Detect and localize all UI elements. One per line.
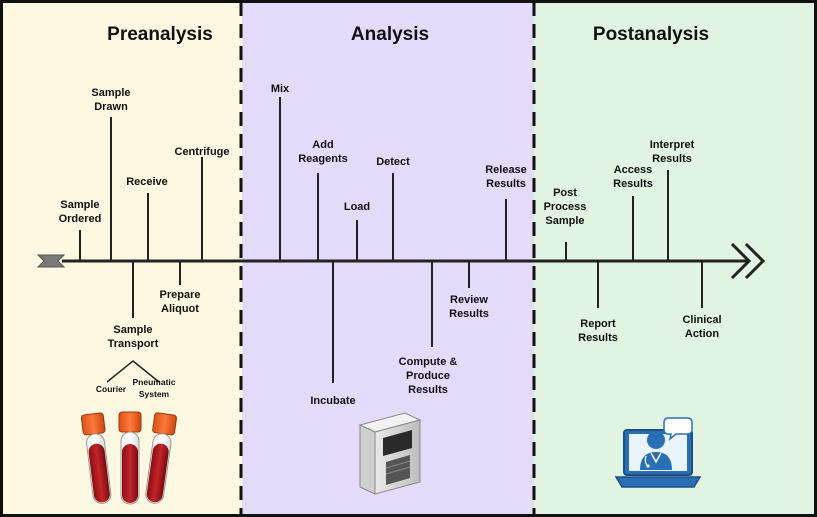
timeline-head-icon — [730, 242, 752, 280]
step-label-review-results-1: Review — [450, 294, 488, 306]
step-label-post-process-sample-1: Post — [553, 187, 577, 199]
timeline-steps: SampleOrderedSampleDrawnSampleTransportR… — [59, 83, 722, 407]
step-label-compute-produce-results-1: Compute & — [399, 356, 458, 368]
blood-tubes-icon — [80, 411, 178, 505]
step-label-report-results-1: Report — [580, 318, 616, 330]
step-label-detect-1: Detect — [376, 156, 410, 168]
step-label-sample-drawn-1: Sample — [91, 87, 130, 99]
step-label-centrifuge-1: Centrifuge — [175, 146, 230, 158]
step-label-prepare-aliquot-2: Aliquot — [161, 303, 199, 315]
lab-analyzer-icon — [358, 412, 422, 495]
pneumatic-system-label-2: System — [139, 389, 170, 399]
step-incubate: Incubate — [310, 261, 356, 407]
step-label-receive-1: Receive — [126, 176, 168, 188]
step-label-release-results-2: Results — [486, 178, 526, 190]
transport-branch-lines — [106, 360, 160, 383]
step-mix: Mix — [271, 83, 290, 261]
step-label-interpret-results-1: Interpret — [650, 139, 695, 151]
step-label-sample-ordered-2: Ordered — [59, 213, 102, 225]
step-centrifuge: Centrifuge — [175, 146, 230, 261]
pneumatic-system-label-1: Pneumatic — [133, 377, 176, 387]
analysis-title: Analysis — [351, 24, 429, 45]
step-load: Load — [344, 201, 370, 261]
step-label-access-results-1: Access — [614, 164, 653, 176]
step-label-mix-1: Mix — [271, 83, 290, 95]
step-label-add-reagents-2: Reagents — [298, 153, 348, 165]
step-receive: Receive — [126, 176, 168, 261]
timeline-head-icon-2 — [744, 242, 766, 280]
step-label-sample-transport-1: Sample — [113, 324, 152, 336]
postanalysis-title: Postanalysis — [593, 24, 709, 45]
step-label-incubate-1: Incubate — [310, 395, 355, 407]
step-label-compute-produce-results-2: Produce — [406, 370, 450, 382]
preanalysis-title: Preanalysis — [107, 24, 213, 45]
step-label-clinical-action-1: Clinical — [682, 314, 721, 326]
step-label-access-results-2: Results — [613, 178, 653, 190]
step-label-review-results-2: Results — [449, 308, 489, 320]
step-label-sample-drawn-2: Drawn — [94, 101, 128, 113]
step-label-add-reagents-1: Add — [312, 139, 333, 151]
step-detect: Detect — [376, 156, 410, 261]
step-label-clinical-action-2: Action — [685, 328, 720, 340]
telehealth-laptop-icon — [614, 417, 702, 488]
step-label-report-results-2: Results — [578, 332, 618, 344]
step-label-release-results-1: Release — [485, 164, 527, 176]
transport-branch: Courier Pneumatic System — [96, 360, 176, 399]
step-label-sample-ordered-1: Sample — [60, 199, 99, 211]
timeline-tail-icon — [36, 254, 66, 268]
step-label-post-process-sample-3: Sample — [545, 215, 584, 227]
step-label-load-1: Load — [344, 201, 370, 213]
courier-label: Courier — [96, 384, 127, 394]
step-label-interpret-results-2: Results — [652, 153, 692, 165]
step-label-compute-produce-results-3: Results — [408, 384, 448, 396]
step-label-prepare-aliquot-1: Prepare — [160, 289, 201, 301]
step-label-sample-transport-2: Transport — [108, 338, 159, 350]
step-label-post-process-sample-2: Process — [544, 201, 587, 213]
